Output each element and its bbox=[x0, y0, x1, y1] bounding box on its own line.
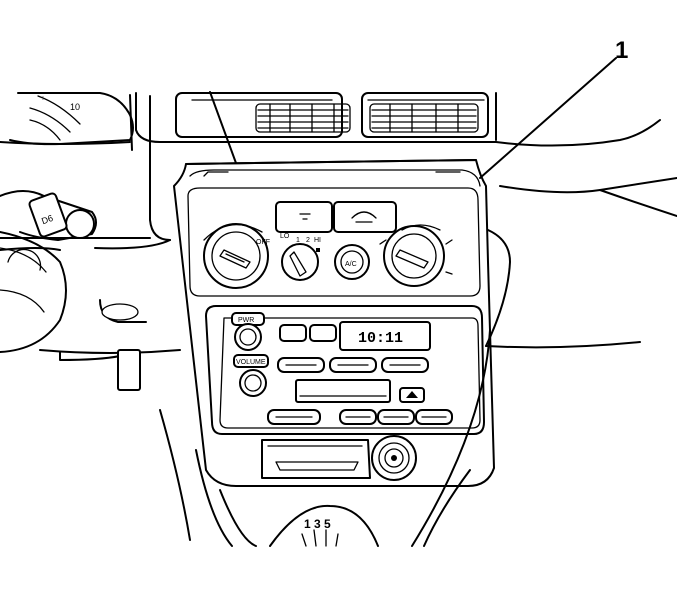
power-label: PWR bbox=[238, 317, 254, 324]
trim-removal-tool bbox=[209, 91, 241, 175]
callout-number: 1 bbox=[615, 37, 628, 64]
left-dash-panel bbox=[0, 95, 181, 391]
instrument-cluster: 10 : bbox=[0, 92, 134, 151]
fan-lo-label: LO bbox=[280, 233, 290, 240]
fan-1-label: 1 bbox=[296, 237, 300, 244]
steering-column: D6 bbox=[0, 190, 97, 353]
fan-hi-label: HI bbox=[314, 237, 321, 244]
fan-speed-knob[interactable]: OFF LO 1 2 HI bbox=[256, 233, 321, 281]
lower-console: 1 3 5 bbox=[159, 329, 491, 547]
radio-band-button[interactable] bbox=[279, 324, 307, 342]
recirc-button[interactable] bbox=[275, 201, 333, 233]
gauge-scale-label: 10 bbox=[70, 102, 80, 112]
callout-leader-line bbox=[479, 57, 617, 179]
pedal-bracket bbox=[117, 349, 141, 391]
stalk-knob bbox=[65, 209, 95, 239]
radio-unit: PWR VOLUME 10:11 bbox=[205, 305, 485, 435]
volume-button[interactable] bbox=[233, 354, 269, 368]
clock-display: 10:11 bbox=[358, 330, 403, 347]
fan-2-label: 2 bbox=[306, 237, 310, 244]
cassette-slot bbox=[295, 379, 391, 403]
stalk-label: D6 bbox=[40, 213, 54, 226]
ac-label: A/C bbox=[345, 261, 357, 268]
right-dash-panel bbox=[485, 229, 641, 349]
ac-button[interactable]: A/C bbox=[334, 244, 370, 280]
gear-pattern-label: 1 3 5 bbox=[304, 517, 331, 531]
fan-off-label: OFF bbox=[256, 239, 270, 246]
radio-display bbox=[339, 321, 431, 351]
preset-buttons[interactable] bbox=[277, 357, 429, 373]
cigarette-lighter[interactable] bbox=[371, 435, 417, 481]
callout-1: 1 bbox=[479, 37, 628, 179]
bottom-radio-buttons[interactable] bbox=[267, 409, 453, 425]
svg-text::: : bbox=[42, 95, 44, 102]
air-vent-right bbox=[361, 92, 489, 138]
vent-louvers-right bbox=[369, 103, 479, 133]
air-mode-knob[interactable] bbox=[379, 224, 453, 287]
climate-control-panel: OFF LO 1 2 HI A/C bbox=[203, 201, 453, 289]
volume-label: VOLUME bbox=[236, 359, 266, 366]
console-pocket bbox=[261, 439, 371, 479]
temperature-knob[interactable] bbox=[203, 223, 269, 289]
dashboard-top bbox=[135, 92, 677, 217]
air-vent-left bbox=[175, 92, 351, 138]
vent-louvers-left bbox=[255, 103, 351, 133]
defrost-button[interactable] bbox=[333, 201, 397, 233]
radio-seek-button[interactable] bbox=[309, 324, 337, 342]
